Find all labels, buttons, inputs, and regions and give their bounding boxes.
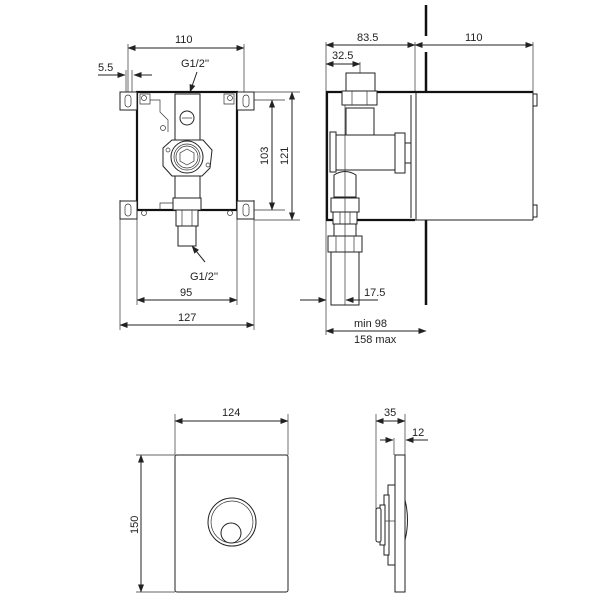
dim-plate-total-depth: 35 (384, 407, 396, 419)
dim-plate-thickness: 12 (412, 427, 424, 439)
dim-inlet-offset: 32.5 (332, 50, 353, 62)
front-view: 110 5.5 G1/2'' (98, 34, 300, 330)
dim-max-depth: 158 max (354, 334, 397, 346)
dim-min-depth: min 98 (354, 318, 387, 330)
dim-box-depth: 110 (465, 32, 483, 44)
dim-top-width: 110 (175, 34, 193, 46)
dim-plate-width: 124 (222, 407, 240, 419)
dim-outlet-offset: 17.5 (364, 287, 385, 299)
side-view: 83.5 110 32.5 (300, 5, 538, 346)
dim-inner-width: 95 (180, 287, 192, 299)
dim-left-offset: 5.5 (98, 62, 113, 74)
plate-side-view: 35 12 (375, 407, 428, 593)
dim-plate-height: 150 (129, 516, 141, 534)
dim-body-depth: 83.5 (357, 32, 378, 44)
dim-outer-width: 127 (178, 312, 196, 324)
dim-inner-height: 103 (259, 147, 271, 165)
label-bottom-thread: G1/2'' (190, 271, 218, 283)
dim-outer-height: 121 (279, 147, 291, 165)
plate-front-view: 124 150 (129, 407, 289, 593)
label-top-thread: G1/2'' (181, 58, 209, 70)
